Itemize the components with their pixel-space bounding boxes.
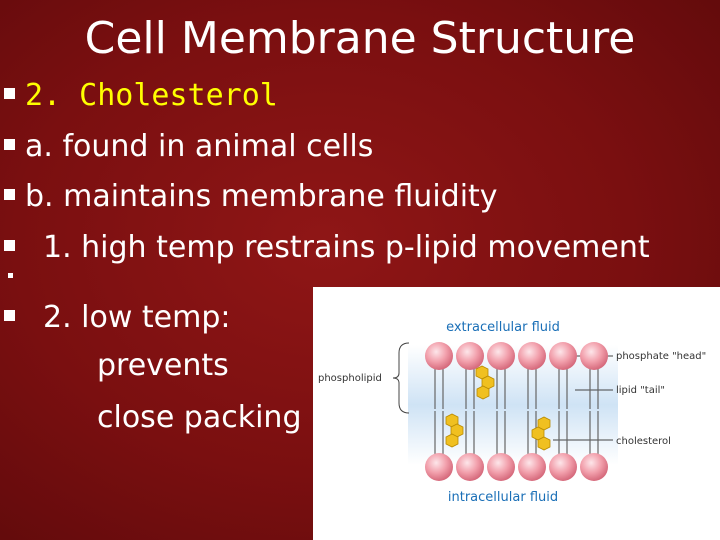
- phosphate-head: [456, 453, 484, 481]
- bullet-low-temp: 2. low temp:: [4, 298, 231, 338]
- bullet-square-icon: [4, 139, 15, 150]
- phosphate-head: [580, 453, 608, 481]
- slide-title: Cell Membrane Structure: [84, 13, 636, 64]
- bullet-fluidity: b. maintains membrane fluidity: [4, 177, 498, 217]
- phosphate-head: [549, 453, 577, 481]
- membrane-svg: extracellular fluid intracellular fluid …: [318, 320, 706, 505]
- bullet-text: b. maintains membrane fluidity: [25, 179, 498, 214]
- cholesterol-ring: [450, 423, 464, 438]
- intracellular-label: intracellular fluid: [448, 490, 558, 505]
- extracellular-label: extracellular fluid: [446, 320, 560, 335]
- bullet-high-temp: 1. high temp restrains p-lipid movement: [4, 228, 650, 268]
- phosphate-head: [456, 342, 484, 370]
- bullet-square-icon: [4, 240, 15, 251]
- top-tails: [434, 365, 599, 409]
- bullet-text: a. found in animal cells: [25, 129, 374, 164]
- phosphate-head: [487, 342, 515, 370]
- phosphate-head: [425, 453, 453, 481]
- phosphate-head: [487, 453, 515, 481]
- bullet-heading-text: 2. Cholesterol: [25, 78, 278, 113]
- cholesterol-ring: [537, 436, 551, 451]
- small-bullet-dot: [8, 273, 13, 278]
- cholesterol-ring: [445, 413, 459, 428]
- cholesterol-label: cholesterol: [616, 436, 671, 447]
- bullet-cholesterol: 2. Cholesterol: [4, 76, 278, 116]
- phospholipid-label: phospholipid: [318, 373, 382, 384]
- cholesterol-ring: [476, 385, 490, 400]
- bullet-text: 1. high temp restrains p-lipid movement: [43, 230, 650, 265]
- bullet-square-icon: [4, 88, 15, 99]
- head-label: phosphate "head": [616, 351, 706, 362]
- cholesterol-molecules: [445, 365, 551, 451]
- bullet-text: 2. low temp:: [43, 300, 231, 335]
- cholesterol-ring: [445, 433, 459, 448]
- phosphate-head: [518, 342, 546, 370]
- phospholipid-brace: [392, 342, 410, 414]
- continuation-prevents: prevents: [97, 348, 229, 383]
- phosphate-head: [518, 453, 546, 481]
- bottom-tails: [434, 411, 599, 455]
- bottom-phospholipid-row: [425, 411, 608, 481]
- phosphate-head: [549, 342, 577, 370]
- cholesterol-ring: [481, 375, 495, 390]
- top-phospholipid-row: [425, 342, 608, 409]
- phosphate-head: [580, 342, 608, 370]
- bullet-animal-cells: a. found in animal cells: [4, 127, 373, 167]
- bullet-square-icon: [4, 189, 15, 200]
- membrane-diagram: extracellular fluid intracellular fluid …: [313, 287, 720, 540]
- continuation-close-packing: close packing: [97, 400, 302, 435]
- tail-label: lipid "tail": [616, 385, 665, 396]
- bullet-square-icon: [4, 310, 15, 321]
- phosphate-head: [425, 342, 453, 370]
